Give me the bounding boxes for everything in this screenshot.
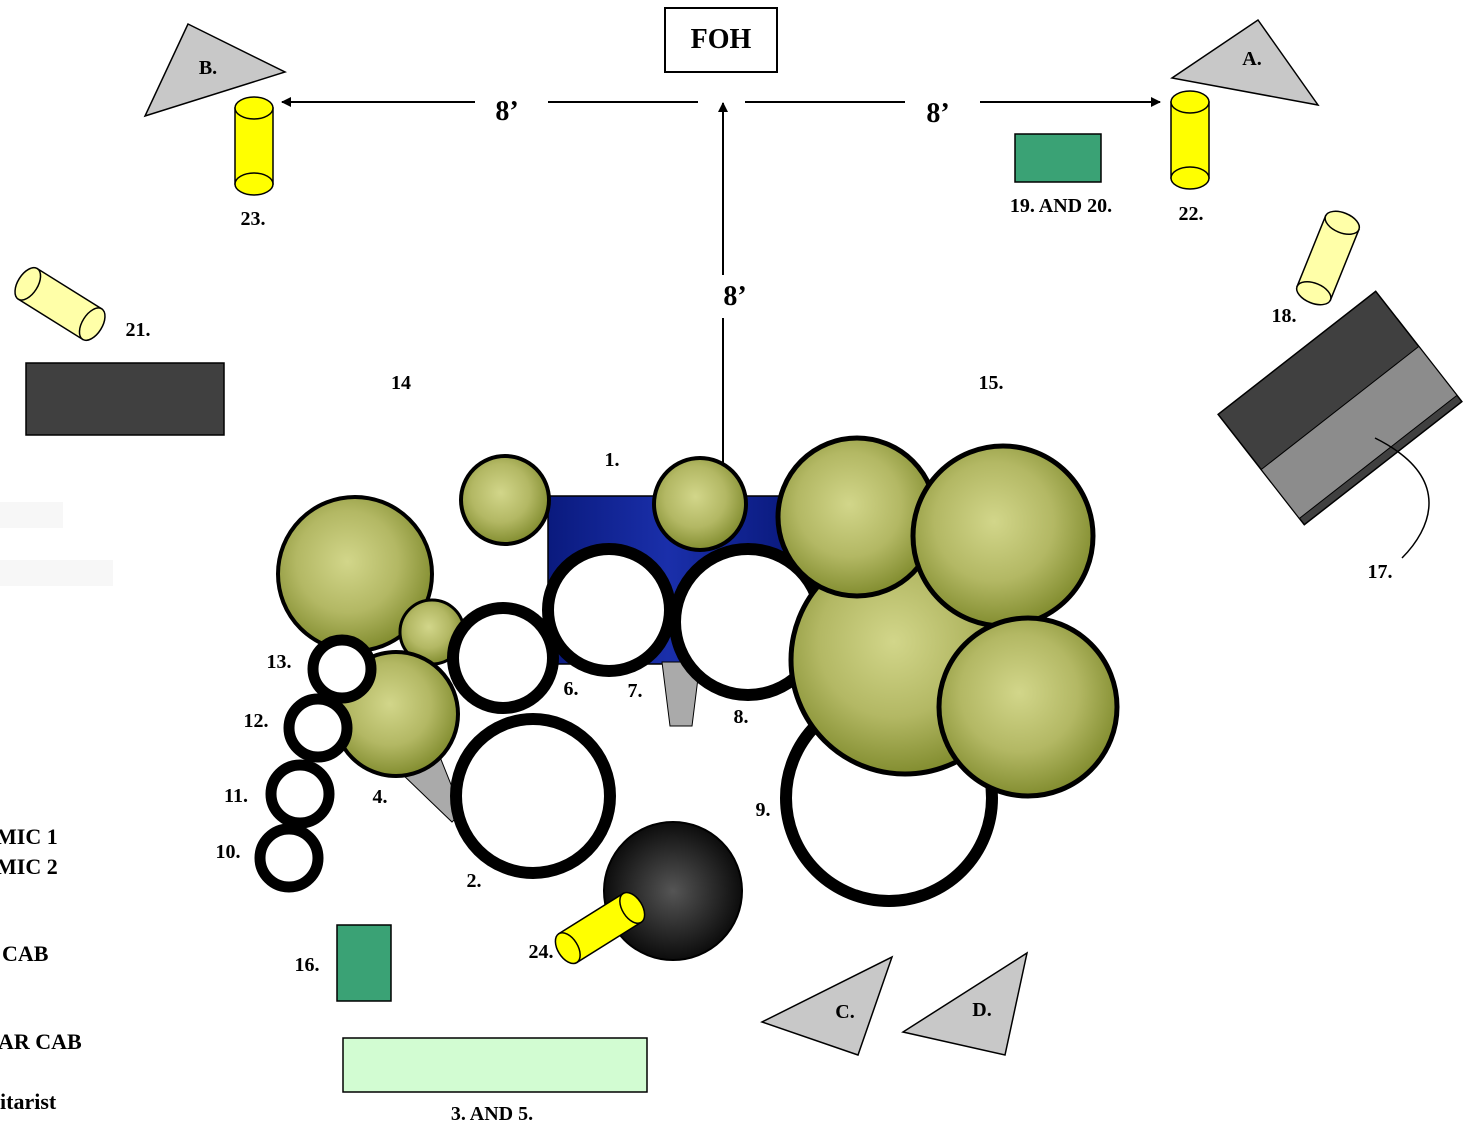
label-15: 15. <box>979 372 1004 394</box>
label-1: 1. <box>605 449 620 471</box>
di-box-19-20 <box>1014 133 1102 183</box>
mic-23 <box>234 96 274 196</box>
label-2: 2. <box>467 870 482 892</box>
label-23: 23. <box>241 208 266 230</box>
drum-mid-left <box>447 602 559 714</box>
drum-11 <box>265 759 335 829</box>
label-6: 6. <box>564 678 579 700</box>
side-text-cab: CAB <box>2 941 49 966</box>
cymbal-right-bottom <box>936 615 1120 799</box>
wedge-b <box>143 22 288 118</box>
label-9: 9. <box>756 799 771 821</box>
label-14: 14 <box>391 372 411 394</box>
label-18: 18. <box>1272 305 1297 327</box>
mic-21 <box>14 266 106 342</box>
amp-17 <box>1217 290 1463 526</box>
label-8: 8. <box>734 706 749 728</box>
cymbal-right-top-right <box>910 443 1096 629</box>
label-10: 10. <box>216 841 241 863</box>
mic-22 <box>1170 90 1210 190</box>
amp-17-pointer <box>1374 437 1430 559</box>
wedge-d <box>901 951 1029 1056</box>
side-text-mic2: MIC 2 <box>0 854 58 879</box>
foh-label: FOH <box>691 24 752 55</box>
label-17: 17. <box>1368 561 1393 583</box>
distance-right: 8’ <box>926 98 949 129</box>
kick-drum <box>603 821 743 961</box>
cymbal-right-top-left <box>775 435 939 599</box>
distance-center: 8’ <box>723 281 746 312</box>
side-text-ar-cab: AR CAB <box>0 1029 82 1054</box>
label-22: 22. <box>1179 203 1204 225</box>
mic-18 <box>1295 210 1361 306</box>
side-text-mic1: MIC 1 <box>0 824 58 849</box>
label-19-20: 19. AND 20. <box>1010 195 1112 217</box>
label-21: 21. <box>126 319 151 341</box>
amp-left <box>25 362 225 436</box>
side-text-guitarist: itarist <box>0 1089 57 1114</box>
distance-left: 8’ <box>495 96 518 127</box>
label-7: 7. <box>628 680 643 702</box>
drum-12 <box>283 693 353 763</box>
drum-6 <box>542 543 676 677</box>
di-box-16 <box>336 924 392 1002</box>
wedge-c-label: C. <box>835 1001 854 1023</box>
wedge-a-label: A. <box>1242 48 1261 70</box>
cymbal-small-mid <box>652 456 748 552</box>
label-12: 12. <box>244 710 269 732</box>
faint-box-1 <box>0 502 63 528</box>
drum-13 <box>307 634 377 704</box>
label-3-5: 3. AND 5. <box>451 1103 533 1125</box>
cymbal-small-left <box>459 454 551 546</box>
drum-10 <box>254 823 324 893</box>
label-24: 24. <box>529 941 554 963</box>
mic-24 <box>554 891 646 965</box>
wedge-b-label: B. <box>199 57 217 79</box>
drum-2 <box>450 713 616 879</box>
pedalboard-3-5 <box>342 1037 648 1093</box>
wedge-a <box>1170 18 1320 107</box>
label-13: 13. <box>267 651 292 673</box>
label-4: 4. <box>373 786 388 808</box>
label-11: 11. <box>224 785 248 807</box>
wedge-d-label: D. <box>972 999 991 1021</box>
label-16: 16. <box>295 954 320 976</box>
wedge-c <box>760 955 894 1056</box>
foh-box <box>664 7 778 73</box>
faint-box-2 <box>0 560 113 586</box>
